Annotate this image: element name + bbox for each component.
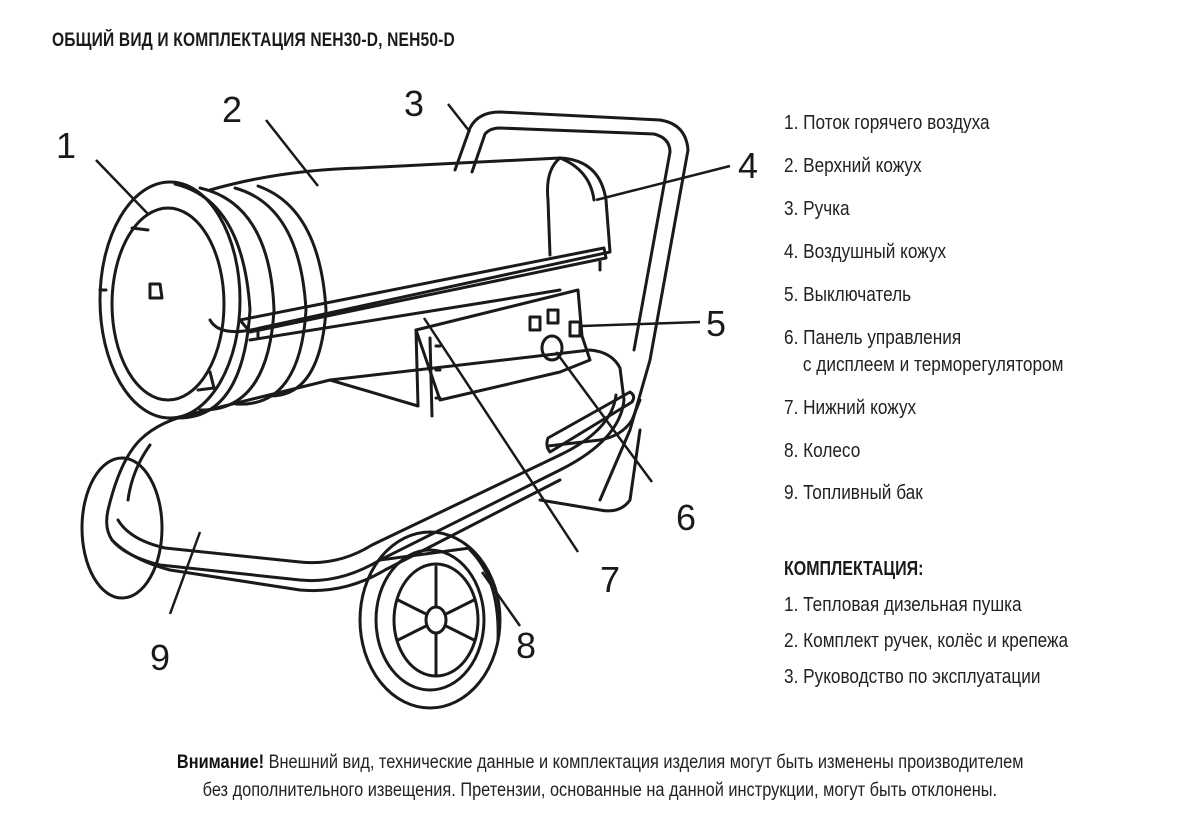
kit-heading: КОМПЛЕКТАЦИЯ: [784,558,924,580]
base-frame [546,398,642,448]
part-item: 3. Ручка [784,198,850,220]
leader-5 [581,320,701,328]
kit-item: 2. Комплект ручек, колёс и крепежа [784,630,1069,652]
notice-line-1: Внимание! Внешний вид, технические данны… [0,752,1200,774]
air-outlet [98,180,242,420]
notice-line-2: без дополнительного извещения. Претензии… [0,780,1200,802]
callout-1: 1 [56,125,77,166]
part-item: 5. Выключатель [784,284,912,306]
callout-5: 5 [706,303,727,344]
leader-1 [95,159,149,215]
leader-4 [595,164,731,202]
fuel-tank [105,348,626,583]
part-item: 1. Поток горячего воздуха [784,112,990,134]
callout-8: 8 [516,625,537,666]
front-wheel [358,530,502,710]
kit-item: 3. Руководство по эксплуатации [784,666,1041,688]
leader-8 [480,571,522,627]
part-item: 4. Воздушный кожух [784,241,947,263]
leader-9 [168,531,202,615]
callout-4: 4 [738,145,759,186]
kit-item: 1. Тепловая дизельная пушка [784,594,1022,616]
callout-7: 7 [600,559,621,600]
leader-2 [265,119,319,187]
part-item: 9. Топливный бак [784,482,923,504]
leader-3 [447,103,471,133]
control-panel [414,288,592,402]
page-title: ОБЩИЙ ВИД И КОМПЛЕКТАЦИЯ NEH30-D, NEH50-… [52,30,455,51]
callout-9: 9 [150,637,171,678]
part-item: 8. Колесо [784,440,861,462]
part-item: 2. Верхний кожух [784,155,922,177]
callout-6: 6 [676,497,697,538]
callout-2: 2 [222,89,243,130]
notice-text-2: без дополнительного извещения. Претензии… [202,780,998,801]
notice-bold: Внимание! [176,752,264,773]
leader-6 [554,351,654,483]
notice-text: Внешний вид, технические данные и компле… [268,752,1024,773]
rear-wheel [80,456,164,600]
leader-7 [422,317,580,553]
part-item: 7. Нижний кожух [784,397,917,419]
handle [453,110,690,502]
callout-3: 3 [404,83,425,124]
